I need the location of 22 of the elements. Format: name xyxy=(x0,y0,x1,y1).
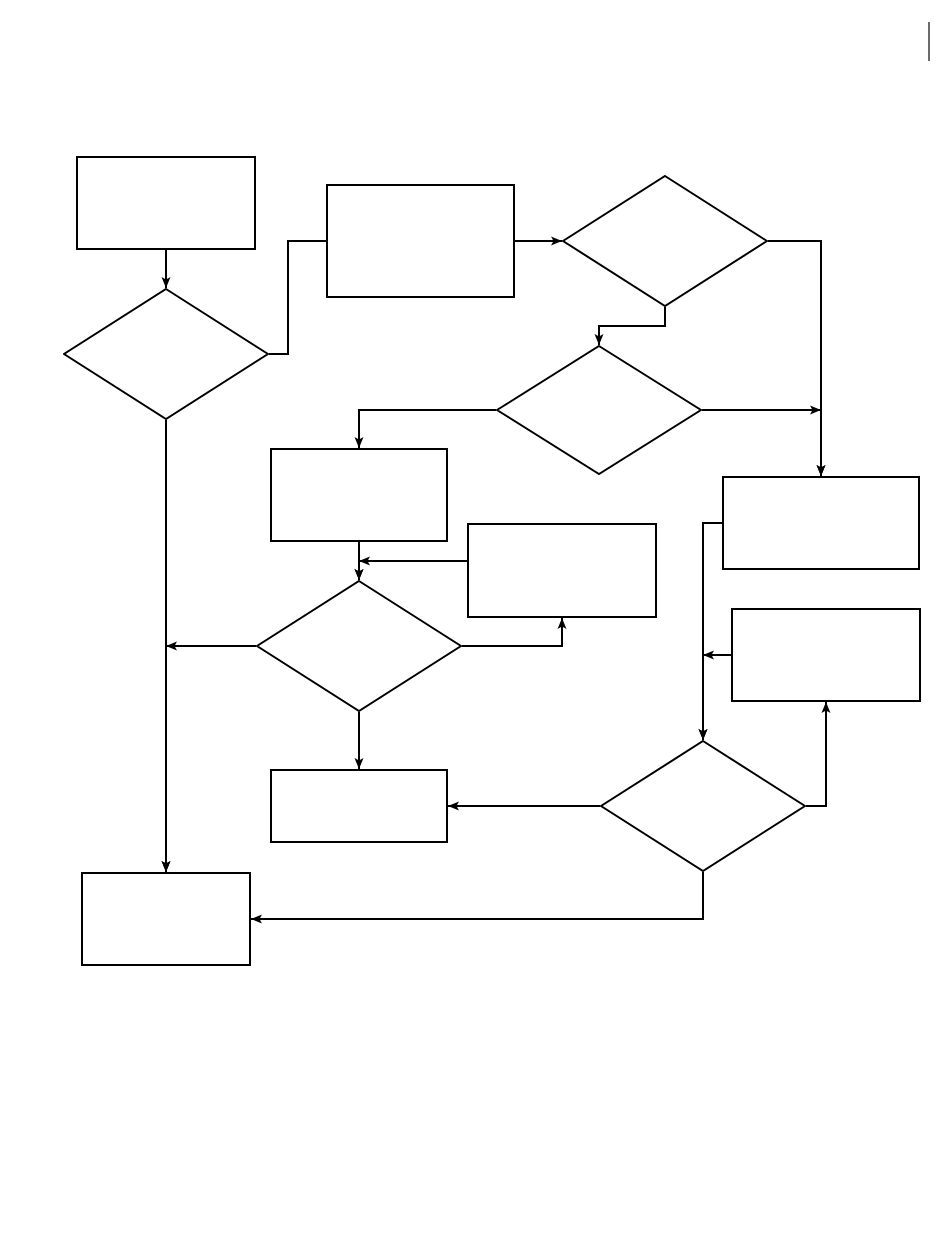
process-box xyxy=(81,872,251,966)
process-box xyxy=(270,769,448,843)
process-box xyxy=(76,156,256,250)
flow-arrow xyxy=(594,306,666,346)
process-box xyxy=(731,608,921,702)
connector-line xyxy=(268,240,327,355)
flow-arrow xyxy=(701,405,826,477)
process-box xyxy=(722,476,920,570)
flow-arrow xyxy=(514,236,563,246)
flow-arrow xyxy=(161,641,257,873)
process-box xyxy=(467,523,657,618)
flow-arrow xyxy=(354,556,468,581)
flow-arrow xyxy=(354,711,364,770)
flow-arrow xyxy=(161,249,171,289)
flow-arrow xyxy=(461,617,567,647)
flow-arrow xyxy=(447,801,601,811)
process-box xyxy=(326,184,515,298)
flow-arrow xyxy=(250,871,704,924)
flow-arrow xyxy=(354,409,497,449)
flow-arrow xyxy=(698,650,732,741)
flow-arrow xyxy=(805,701,831,807)
process-box xyxy=(270,448,448,542)
